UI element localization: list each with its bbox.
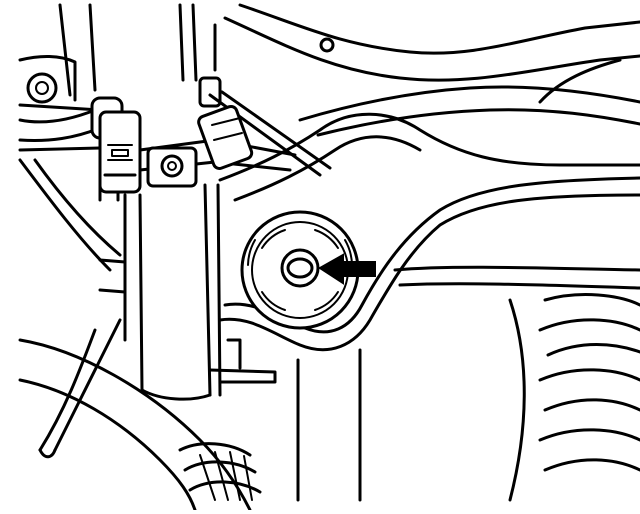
callout-arrow (318, 253, 376, 285)
round-bushing (240, 210, 360, 330)
support-column (98, 183, 277, 401)
electrical-connector (98, 110, 142, 194)
engine-block-lower-right (508, 293, 640, 502)
upper-body-panel (213, 3, 640, 137)
intake-duct (18, 318, 262, 512)
mounting-bracket (138, 90, 332, 188)
bushing-center-hole (286, 257, 314, 279)
